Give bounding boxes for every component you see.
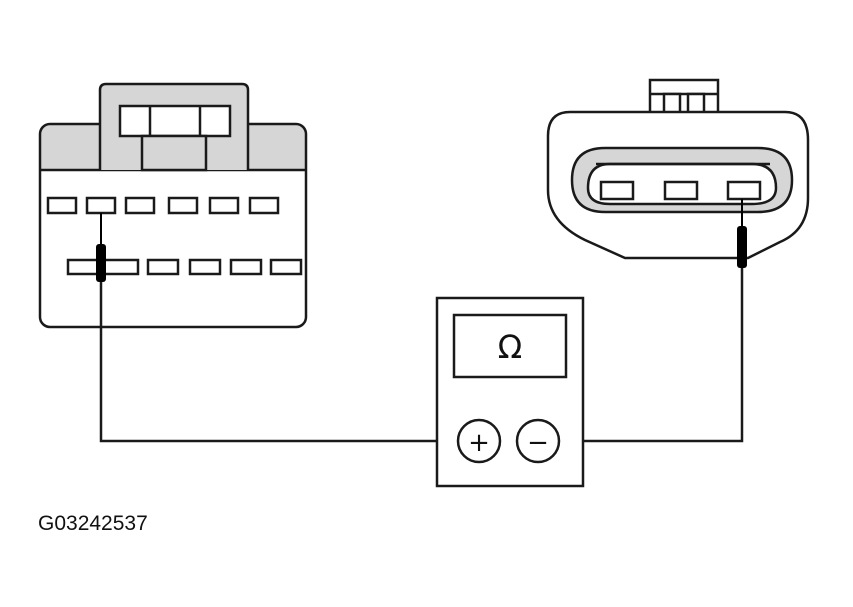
left-lead-wire <box>99 280 458 443</box>
figure-id: G03242537 <box>38 512 148 535</box>
negative-terminal <box>515 418 561 464</box>
cavity <box>85 196 117 215</box>
negative-terminal-label: − <box>527 428 549 458</box>
right-connector-terminal <box>663 180 699 201</box>
cavity <box>146 258 180 276</box>
ohm-symbol: Ω <box>498 328 522 366</box>
right-connector-terminal <box>726 180 762 201</box>
cavity <box>229 258 263 276</box>
left-probe <box>96 244 106 282</box>
cavity <box>208 196 240 215</box>
cavity <box>46 196 78 215</box>
cavity <box>167 196 199 215</box>
left-connector-lock-body <box>140 134 208 172</box>
left-connector-top-cavities <box>46 196 280 215</box>
right-connector-lock-tab <box>648 78 720 112</box>
ohmmeter-display <box>452 313 568 379</box>
right-lead-wire <box>558 266 744 443</box>
right-probe <box>737 226 747 268</box>
ohmmeter: Ω + − <box>435 296 585 488</box>
cavity <box>188 258 222 276</box>
test-leads <box>99 199 744 443</box>
positive-terminal-label: + <box>468 428 490 458</box>
cavity <box>124 196 156 215</box>
positive-terminal <box>456 418 502 464</box>
right-connector-terminal <box>599 180 635 201</box>
right-connector <box>546 78 810 260</box>
cavity <box>248 196 280 215</box>
left-connector <box>38 82 308 329</box>
left-connector-lock-window <box>118 104 232 138</box>
cavity <box>269 258 303 276</box>
